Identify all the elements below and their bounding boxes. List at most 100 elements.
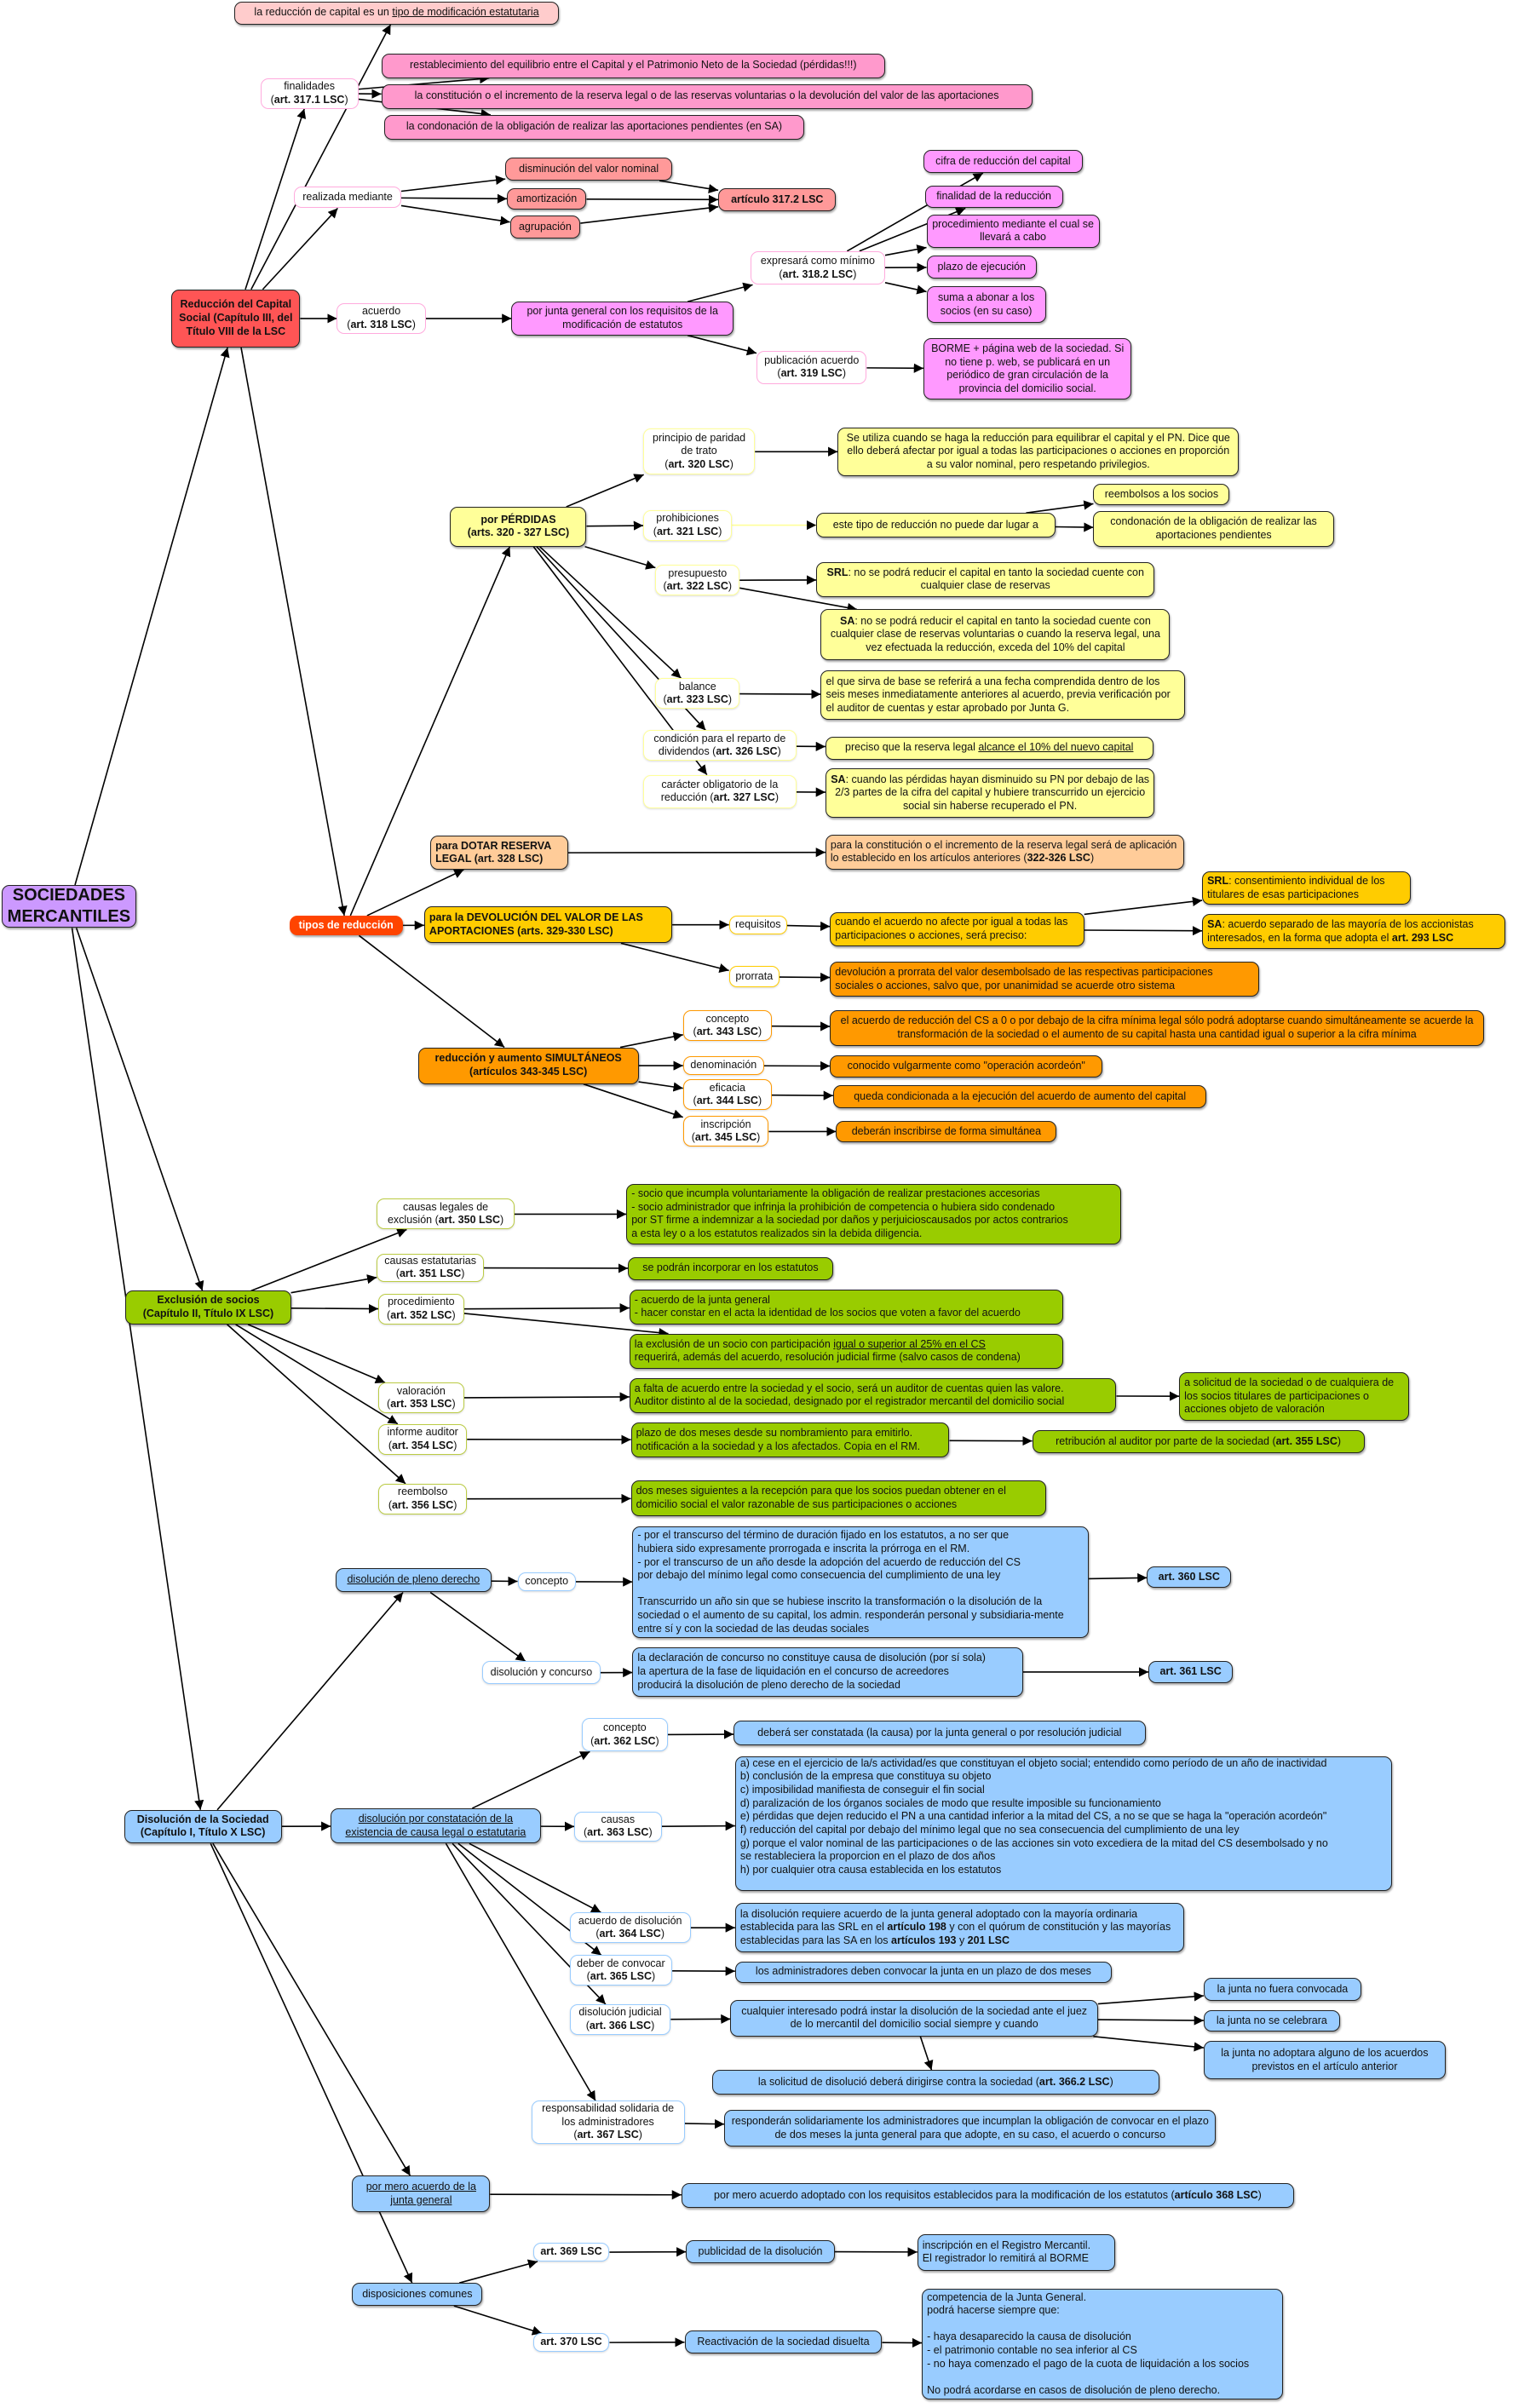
concept-node-r-junta: por junta general con los requisitos de …	[511, 302, 734, 336]
node-text: valoración (art. 353 LSC)	[387, 1385, 456, 1411]
connector-arrow-ds-mero-to-ds-mero-t	[490, 2190, 682, 2200]
text-segment: la declaración de concurso no constituye…	[637, 1652, 986, 1691]
node-text: para DOTAR RESERVA LEGAL (art. 328 LSC)	[435, 840, 563, 866]
underlined-text: igual o superior al 25% en el CS	[833, 1337, 986, 1350]
connector-arrow-tipos-to-s-main	[358, 934, 505, 1049]
concept-node-p-car-t: SA: cuando las pérdidas hayan disminuido…	[825, 768, 1155, 818]
bold-text: art. 369 LSC	[540, 2245, 602, 2258]
text-segment: a solicitud de la sociedad o de cualquie…	[1184, 1376, 1395, 1416]
bold-text: artículos 193	[891, 1934, 957, 1946]
text-segment: concepto (	[693, 1012, 750, 1038]
concept-node-p-bal-t: el que sirva de base se referirá a una f…	[820, 670, 1186, 720]
concept-node-p-div-t: preciso que la reserva legal alcance el …	[825, 736, 1153, 760]
text-segment: la solicitud de disolució deberá dirigir…	[757, 2075, 1039, 2088]
concept-node-ds-361: art. 361 LSC	[1148, 1661, 1234, 1683]
connector-arrow-e-main-to-e-inf	[235, 1324, 399, 1425]
node-text: SRL: no se podrá reducir el capital en t…	[821, 566, 1149, 593]
bold-text: art. 323 LSC	[666, 693, 728, 706]
concept-node-r-main: Reducción del Capital Social (Capítulo I…	[171, 289, 301, 348]
concept-node-e-c350: causas legales de exclusión (art. 350 LS…	[377, 1198, 515, 1230]
connector-arrow-e-main-to-e-c350	[250, 1228, 407, 1292]
text-segment: : cuando las pérdidas hayan disminuido s…	[835, 773, 1150, 812]
bold-text: art. 370 LSC	[540, 2336, 602, 2348]
text-segment: )	[1337, 1434, 1342, 1447]
text-segment: prohibiciones (	[653, 511, 719, 537]
connector-arrow-ds-main-to-ds-mero	[212, 1842, 411, 2176]
concept-node-ds-362-t: deberá ser constatada (la causa) por la …	[733, 1721, 1146, 1746]
node-text: la junta no adoptara alguno de los acuer…	[1209, 2047, 1441, 2073]
bold-text: art. 345 LSC	[694, 1131, 757, 1144]
text-segment: : consentimiento individual de los titul…	[1207, 874, 1385, 900]
concept-node-root: SOCIEDADES MERCANTILES	[1, 884, 136, 928]
text-segment: presupuesto (	[663, 566, 728, 593]
text-segment: disolución judicial (	[578, 2006, 662, 2032]
connector-arrow-e-main-to-e-c351	[291, 1274, 377, 1294]
concept-node-ds-363: causas (art. 363 LSC)	[574, 1811, 662, 1842]
concept-node-ds-364-t: la disolución requiere acuerdo de la jun…	[734, 1903, 1184, 1952]
concept-node-ds-370: art. 370 LSC	[532, 2333, 610, 2353]
node-text: denominación	[690, 1059, 756, 1072]
text-segment: deberá ser constatada (la causa) por la …	[757, 1727, 1122, 1739]
connector-arrow-s-efi-to-s-efi-t	[771, 1090, 833, 1101]
concept-node-ds-365: deber de convocar (art. 365 LSC)	[569, 1955, 673, 1986]
concept-node-ds-con: concepto	[517, 1572, 576, 1591]
bold-text: art. 366.2 LSC	[1038, 2075, 1110, 2088]
text-segment: expresará como mínimo (	[760, 254, 875, 280]
bold-text: art. 353 LSC	[390, 1398, 452, 1411]
text-segment: deberán inscribirse de forma simultánea	[851, 1124, 1042, 1137]
bold-text: art. 365 LSC	[590, 1970, 653, 1983]
concept-node-v-srl: SRL: consentimiento individual de los ti…	[1202, 871, 1411, 905]
text-segment: )	[1109, 2075, 1113, 2088]
connector-arrow-e-val-to-e-val-t	[463, 1392, 630, 1402]
concept-node-r-amort: amortización	[506, 188, 587, 210]
text-segment: para la constitución o el incremento de …	[830, 838, 1177, 865]
concept-node-ds-365-t: los administradores deben convocar la ju…	[734, 1961, 1113, 1983]
concept-node-s-ins-t: deberán inscribirse de forma simultánea	[836, 1120, 1057, 1142]
concept-node-p-prin-t: Se utiliza cuando se haga la reducción p…	[837, 427, 1240, 477]
concept-node-e-val2: a solicitud de la sociedad o de cualquie…	[1179, 1371, 1409, 1422]
text-segment: finalidad de la reducción	[936, 190, 1052, 203]
concept-node-s-main: reducción y aumento SIMULTÁNEOS (artícul…	[417, 1047, 639, 1084]
text-segment: cuando el acuerdo no afecte por igual a …	[835, 916, 1068, 942]
connector-arrow-v-req-t-to-v-srl	[1084, 896, 1203, 916]
underlined-text: disolución de pleno derecho	[347, 1573, 480, 1586]
bold-text: Disolución de la Sociedad (Capítulo I, T…	[136, 1813, 269, 1839]
concept-node-e-val: valoración (art. 353 LSC)	[378, 1382, 464, 1414]
text-segment: )	[648, 1826, 653, 1839]
concept-node-p-cond: condonación de la obligación de realizar…	[1093, 511, 1334, 547]
concept-node-ds-366b: la junta no se celebrara	[1203, 2010, 1340, 2032]
text-segment: la reducción de capital es un	[254, 6, 393, 19]
concept-node-ds-pleno: disolución de pleno derecho	[335, 1567, 492, 1593]
node-text: la exclusión de un socio con participaci…	[635, 1338, 1021, 1365]
concept-node-r-art317: artículo 317.2 LSC	[718, 188, 837, 212]
text-segment: suma a abonar a los socios (en su caso)	[937, 291, 1035, 317]
text-segment: )	[453, 1439, 457, 1451]
node-text: art. 370 LSC	[540, 2336, 601, 2349]
concept-node-p-prin: principio de paridad de trato (art. 320 …	[642, 428, 756, 475]
concept-node-v-sa: SA: acuerdo separado de las mayoría de l…	[1202, 914, 1505, 950]
node-text: SRL: consentimiento individual de los ti…	[1207, 875, 1405, 901]
node-text: - acuerdo de la junta general - hacer co…	[635, 1294, 1021, 1320]
text-segment: )	[655, 1734, 659, 1747]
concept-node-ds-3662: la solicitud de disolució deberá dirigir…	[711, 2070, 1159, 2095]
node-text: balance (art. 323 LSC)	[663, 681, 732, 707]
concept-node-d-main: para DOTAR RESERVA LEGAL (art. 328 LSC)	[430, 836, 568, 870]
bold-text: art. 321 LSC	[656, 525, 719, 537]
concept-node-s-efi-t: queda condicionada a la ejecución del ac…	[832, 1085, 1207, 1109]
concept-node-ds-363-t: a) cese en el ejercicio de la/s activida…	[734, 1756, 1392, 1891]
node-text: los administradores deben convocar la ju…	[756, 1965, 1091, 1979]
text-segment: valoración (	[387, 1384, 446, 1411]
text-segment: )	[461, 1267, 465, 1280]
concept-node-ds-mero: por mero acuerdo de la junta general	[352, 2175, 491, 2213]
connector-arrow-tipos-to-p-main	[349, 546, 511, 917]
connector-arrow-root-to-ds-main	[71, 928, 204, 1810]
text-segment: requerirá, además del acuerdo, resolució…	[634, 1351, 1021, 1364]
node-text: deberán inscribirse de forma simultánea	[852, 1125, 1041, 1139]
concept-node-r-dism: disminución del valor nominal	[505, 158, 673, 181]
concept-node-r-fin: finalidades (art. 317.1 LSC)	[260, 78, 359, 109]
node-text: concepto	[525, 1575, 568, 1589]
bold-text: art. 350 LSC	[438, 1214, 500, 1227]
node-text: presupuesto (art. 322 LSC)	[663, 567, 732, 594]
text-segment: la condonación de la obligación de reali…	[406, 120, 783, 133]
node-text: reducción y aumento SIMULTÁNEOS (artícul…	[435, 1052, 622, 1078]
